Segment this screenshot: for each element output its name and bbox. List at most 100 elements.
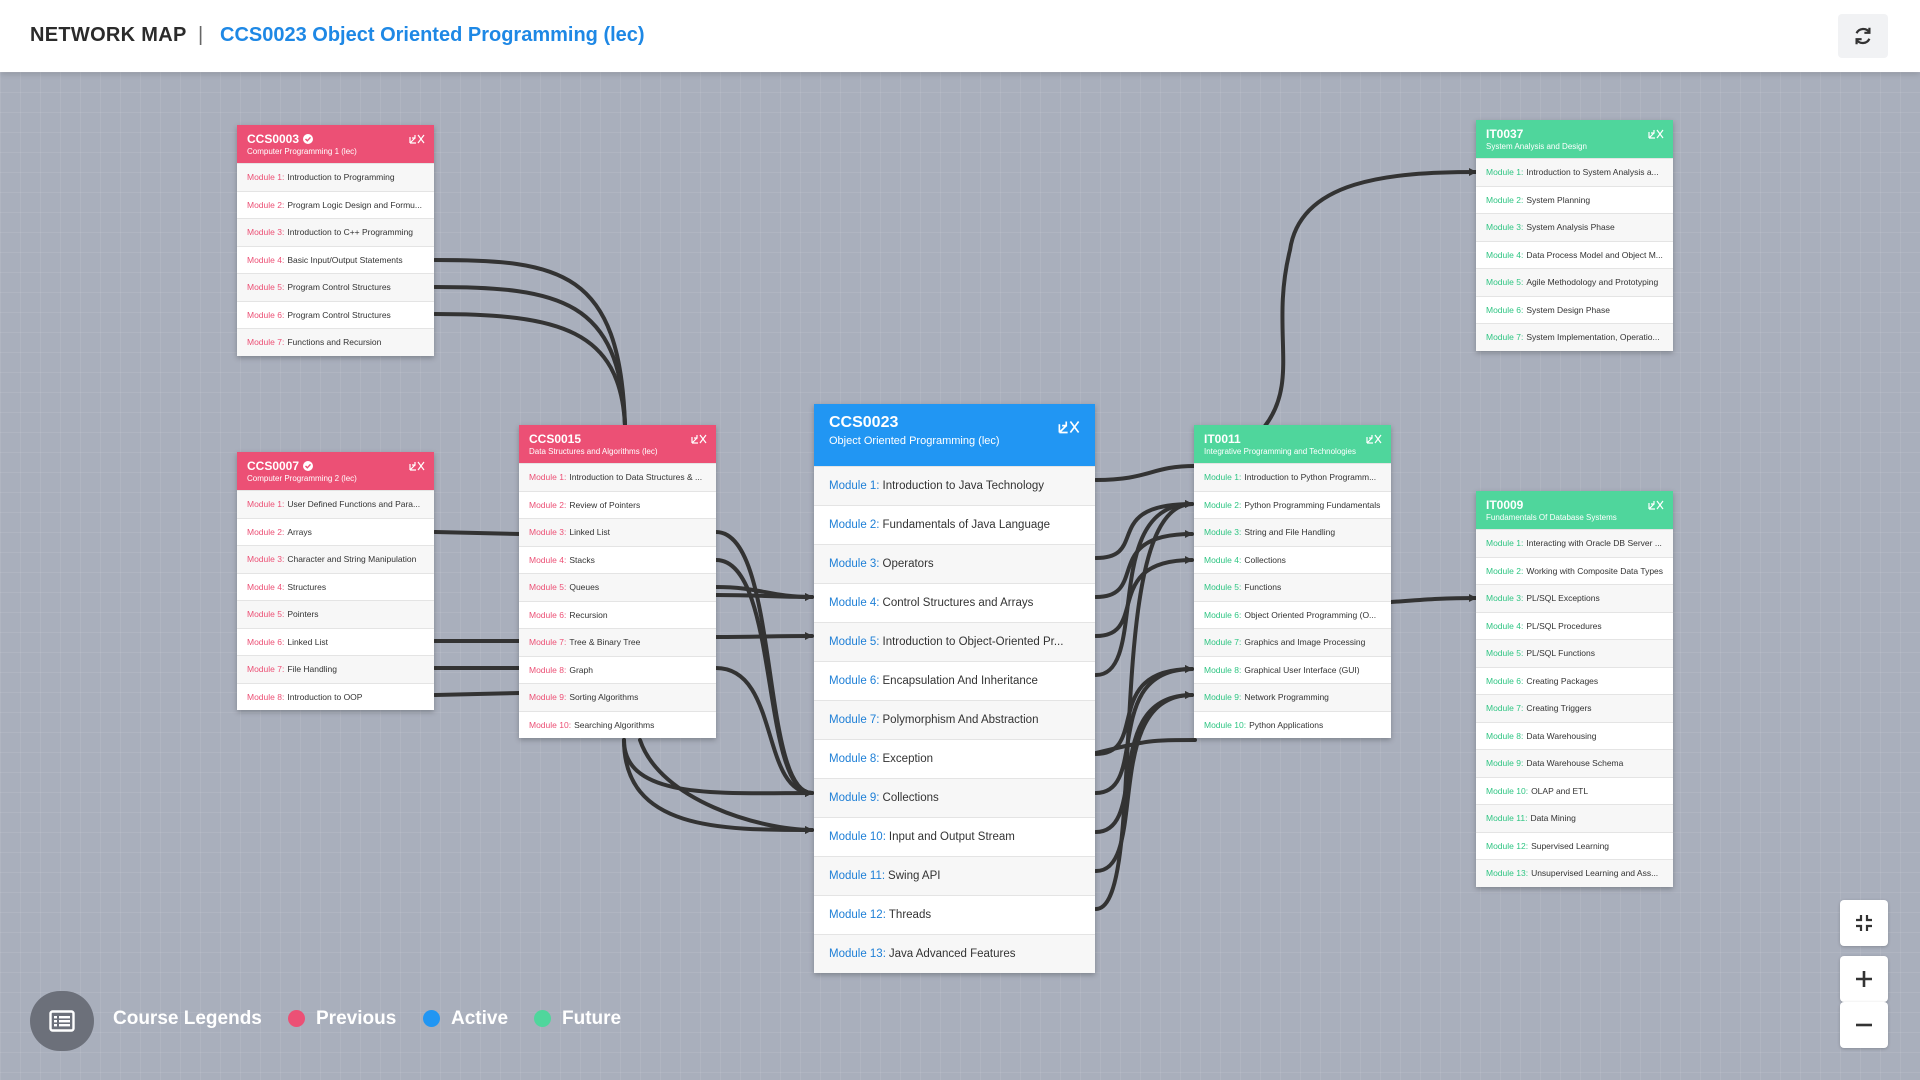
module-row[interactable]: Module 7:Creating Triggers bbox=[1476, 694, 1673, 722]
course-header[interactable]: CCS0015 Data Structures and Algorithms (… bbox=[519, 425, 716, 463]
module-row[interactable]: Module 8:Graphical User Interface (GUI) bbox=[1194, 655, 1391, 684]
course-header[interactable]: IT0037 System Analysis and Design bbox=[1476, 120, 1673, 158]
page-title: CCS0023 Object Oriented Programming (lec… bbox=[220, 24, 645, 46]
course-card-it0009[interactable]: IT0009 Fundamentals Of Database Systems … bbox=[1476, 491, 1673, 887]
module-row[interactable]: Module 9:Network Programming bbox=[1194, 683, 1391, 711]
module-row[interactable]: Module 6:System Design Phase bbox=[1476, 295, 1673, 324]
link-path bbox=[433, 258, 627, 427]
module-row[interactable]: Module 9:Collections bbox=[814, 778, 1095, 817]
zoom-out-button[interactable] bbox=[1840, 1002, 1888, 1048]
module-row[interactable]: Module 12:Supervised Learning bbox=[1476, 831, 1673, 860]
expand-icon[interactable] bbox=[1058, 420, 1080, 434]
module-row[interactable]: Module 5:Agile Methodology and Prototypi… bbox=[1476, 268, 1673, 296]
module-row[interactable]: Module 7:Polymorphism And Abstraction bbox=[814, 700, 1095, 739]
course-name: Integrative Programming and Technologies bbox=[1204, 447, 1356, 456]
module-row[interactable]: Module 7:Tree & Binary Tree bbox=[519, 628, 716, 656]
module-row[interactable]: Module 6:Encapsulation And Inheritance bbox=[814, 661, 1095, 700]
module-row[interactable]: Module 3:Operators bbox=[814, 544, 1095, 583]
module-row[interactable]: Module 4:Collections bbox=[1194, 545, 1391, 574]
expand-icon[interactable] bbox=[409, 461, 425, 471]
module-row[interactable]: Module 6:Creating Packages bbox=[1476, 666, 1673, 695]
module-row[interactable]: Module 1:Introduction to Python Programm… bbox=[1194, 463, 1391, 491]
module-row[interactable]: Module 1:Introduction to Programming bbox=[237, 163, 434, 191]
module-row[interactable]: Module 9:Sorting Algorithms bbox=[519, 683, 716, 711]
module-row[interactable]: Module 2:Program Logic Design and Formu.… bbox=[237, 190, 434, 219]
module-row[interactable]: Module 10:OLAP and ETL bbox=[1476, 776, 1673, 805]
module-row[interactable]: Module 2:Arrays bbox=[237, 517, 434, 546]
module-row[interactable]: Module 8:Graph bbox=[519, 655, 716, 684]
module-row[interactable]: Module 5:Pointers bbox=[237, 600, 434, 628]
course-card-it0037[interactable]: IT0037 System Analysis and Design Module… bbox=[1476, 120, 1673, 351]
module-row[interactable]: Module 4:Basic Input/Output Statements bbox=[237, 245, 434, 274]
module-row[interactable]: Module 7:File Handling bbox=[237, 655, 434, 683]
module-row[interactable]: Module 3:String and File Handling bbox=[1194, 518, 1391, 546]
expand-icon[interactable] bbox=[1366, 434, 1382, 444]
module-row[interactable]: Module 12:Threads bbox=[814, 895, 1095, 934]
module-row[interactable]: Module 10:Searching Algorithms bbox=[519, 710, 716, 739]
zoom-in-button[interactable] bbox=[1840, 956, 1888, 1002]
course-card-ccs0023[interactable]: CCS0023 Object Oriented Programming (lec… bbox=[814, 404, 1095, 973]
module-row[interactable]: Module 1:Introduction to System Analysis… bbox=[1476, 158, 1673, 186]
module-row[interactable]: Module 5:Program Control Structures bbox=[237, 273, 434, 301]
course-header[interactable]: CCS0023 Object Oriented Programming (lec… bbox=[814, 404, 1095, 466]
module-row[interactable]: Module 6:Recursion bbox=[519, 600, 716, 629]
module-row[interactable]: Module 8:Exception bbox=[814, 739, 1095, 778]
course-header[interactable]: IT0011 Integrative Programming and Techn… bbox=[1194, 425, 1391, 463]
module-row[interactable]: Module 7:System Implementation, Operatio… bbox=[1476, 323, 1673, 351]
module-row[interactable]: Module 11:Swing API bbox=[814, 856, 1095, 895]
module-row[interactable]: Module 5:Functions bbox=[1194, 573, 1391, 601]
module-row[interactable]: Module 13:Java Advanced Features bbox=[814, 934, 1095, 973]
link-path bbox=[433, 691, 522, 697]
module-row[interactable]: Module 3:PL/SQL Exceptions bbox=[1476, 584, 1673, 612]
course-card-it0011[interactable]: IT0011 Integrative Programming and Techn… bbox=[1194, 425, 1391, 738]
module-row[interactable]: Module 5:Introduction to Object-Oriented… bbox=[814, 622, 1095, 661]
module-row[interactable]: Module 6:Object Oriented Programming (O.… bbox=[1194, 600, 1391, 629]
module-row[interactable]: Module 2:Python Programming Fundamentals bbox=[1194, 490, 1391, 519]
module-row[interactable]: Module 10:Python Applications bbox=[1194, 710, 1391, 739]
course-header[interactable]: IT0009 Fundamentals Of Database Systems bbox=[1476, 491, 1673, 529]
module-row[interactable]: Module 6:Program Control Structures bbox=[237, 300, 434, 329]
module-row[interactable]: Module 3:System Analysis Phase bbox=[1476, 213, 1673, 241]
module-row[interactable]: Module 3:Character and String Manipulati… bbox=[237, 545, 434, 573]
fit-view-button[interactable] bbox=[1840, 900, 1888, 946]
course-header[interactable]: CCS0003 Computer Programming 1 (lec) bbox=[237, 125, 434, 163]
refresh-button[interactable] bbox=[1838, 14, 1888, 58]
module-row[interactable]: Module 11:Data Mining bbox=[1476, 804, 1673, 832]
module-row[interactable]: Module 4:Stacks bbox=[519, 545, 716, 574]
module-row[interactable]: Module 2:Working with Composite Data Typ… bbox=[1476, 556, 1673, 585]
module-row[interactable]: Module 2:Fundamentals of Java Language bbox=[814, 505, 1095, 544]
module-row[interactable]: Module 8:Data Warehousing bbox=[1476, 721, 1673, 750]
expand-icon[interactable] bbox=[409, 134, 425, 144]
module-row[interactable]: Module 4:Data Process Model and Object M… bbox=[1476, 240, 1673, 269]
course-card-ccs0007[interactable]: CCS0007 Computer Programming 2 (lec) Mod… bbox=[237, 452, 434, 710]
module-row[interactable]: Module 2:Review of Pointers bbox=[519, 490, 716, 519]
module-row[interactable]: Module 4:PL/SQL Procedures bbox=[1476, 611, 1673, 640]
course-card-ccs0015[interactable]: CCS0015 Data Structures and Algorithms (… bbox=[519, 425, 716, 738]
course-card-ccs0003[interactable]: CCS0003 Computer Programming 1 (lec) Mod… bbox=[237, 125, 434, 356]
expand-icon[interactable] bbox=[1648, 129, 1664, 139]
module-row[interactable]: Module 6:Linked List bbox=[237, 627, 434, 656]
module-row[interactable]: Module 2:System Planning bbox=[1476, 185, 1673, 214]
module-row[interactable]: Module 1:User Defined Functions and Para… bbox=[237, 490, 434, 518]
module-row[interactable]: Module 4:Structures bbox=[237, 572, 434, 601]
module-row[interactable]: Module 3:Introduction to C++ Programming bbox=[237, 218, 434, 246]
module-row[interactable]: Module 7:Graphics and Image Processing bbox=[1194, 628, 1391, 656]
legend-toggle-button[interactable] bbox=[30, 991, 94, 1051]
expand-icon[interactable] bbox=[1648, 500, 1664, 510]
module-row[interactable]: Module 10:Input and Output Stream bbox=[814, 817, 1095, 856]
legend-dot-previous bbox=[288, 1010, 305, 1027]
module-row[interactable]: Module 1:Introduction to Java Technology bbox=[814, 466, 1095, 505]
module-row[interactable]: Module 7:Functions and Recursion bbox=[237, 328, 434, 356]
module-row[interactable]: Module 5:PL/SQL Functions bbox=[1476, 639, 1673, 667]
course-header[interactable]: CCS0007 Computer Programming 2 (lec) bbox=[237, 452, 434, 490]
module-row[interactable]: Module 3:Linked List bbox=[519, 518, 716, 546]
module-row[interactable]: Module 5:Queues bbox=[519, 573, 716, 601]
expand-icon[interactable] bbox=[691, 434, 707, 444]
module-row[interactable]: Module 9:Data Warehouse Schema bbox=[1476, 749, 1673, 777]
module-row[interactable]: Module 4:Control Structures and Arrays bbox=[814, 583, 1095, 622]
module-row[interactable]: Module 1:Interacting with Oracle DB Serv… bbox=[1476, 529, 1673, 557]
link-path bbox=[1094, 500, 1194, 560]
module-row[interactable]: Module 1:Introduction to Data Structures… bbox=[519, 463, 716, 491]
module-row[interactable]: Module 8:Introduction to OOP bbox=[237, 682, 434, 711]
module-row[interactable]: Module 13:Unsupervised Learning and Ass.… bbox=[1476, 859, 1673, 887]
